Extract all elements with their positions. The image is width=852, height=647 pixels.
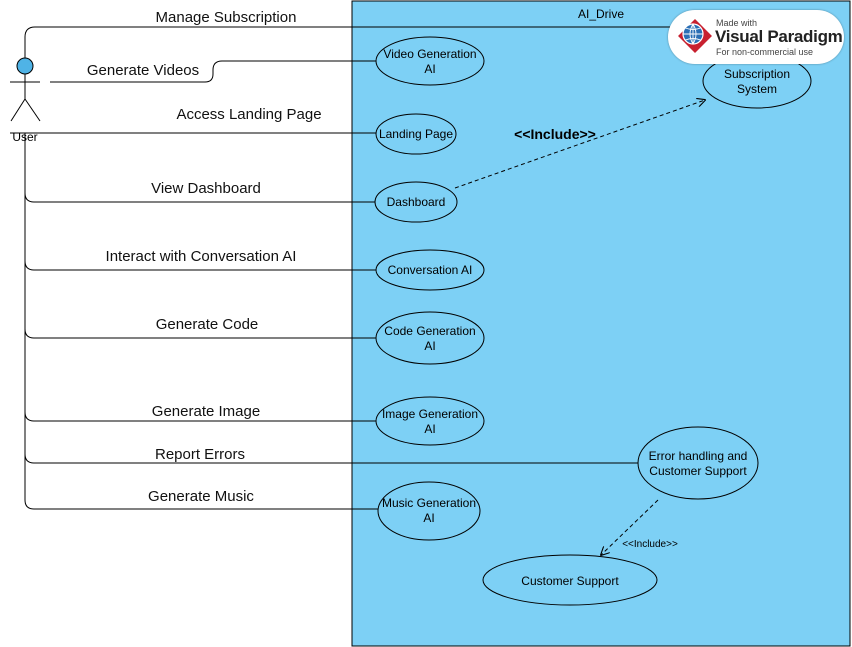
association-labels: Manage Subscription Generate Videos Acce… [87, 9, 322, 505]
label-generate-image: Generate Image [152, 403, 260, 420]
association-generate-image [24, 411, 377, 422]
association-conversation-ai [24, 260, 377, 271]
label-manage-subscription: Manage Subscription [156, 9, 297, 26]
label-generate-videos: Generate Videos [87, 62, 199, 79]
svg-text:Video Generation: Video Generation [383, 47, 476, 61]
use-case-dashboard: Dashboard [374, 181, 458, 223]
system-title: AI_Drive [578, 7, 624, 21]
use-case-landing-page: Landing Page [375, 113, 457, 155]
use-case-conversation-ai: Conversation AI [375, 249, 485, 291]
label-generate-music: Generate Music [148, 488, 254, 505]
association-view-dashboard [24, 192, 375, 203]
use-case-error-handling: Error handling and Customer Support [637, 426, 759, 500]
svg-text:Customer Support: Customer Support [649, 464, 747, 478]
watermark-brand: Visual Paradigm [715, 27, 843, 46]
svg-text:Subscription: Subscription [724, 67, 790, 81]
svg-text:Image Generation: Image Generation [382, 407, 478, 421]
label-conversation-ai: Interact with Conversation AI [106, 248, 297, 265]
use-case-video-generation: Video Generation AI [375, 36, 485, 86]
watermark-note: For non-commercial use [716, 47, 814, 57]
include-label-dashboard: <<Include>> [514, 126, 596, 142]
svg-text:Dashboard: Dashboard [387, 195, 446, 209]
svg-text:AI: AI [423, 511, 434, 525]
actor-head [16, 57, 34, 75]
svg-text:AI: AI [424, 62, 435, 76]
svg-text:Customer Support: Customer Support [521, 574, 619, 588]
svg-text:Landing Page: Landing Page [379, 127, 453, 141]
svg-text:Conversation AI: Conversation AI [388, 263, 473, 277]
use-case-image-generation: Image Generation AI [375, 396, 485, 446]
actor-trunk [24, 133, 378, 510]
label-report-errors: Report Errors [155, 446, 245, 463]
include-arrow-dashboard-subscription [454, 100, 705, 189]
svg-text:Error handling and: Error handling and [649, 449, 748, 463]
use-case-customer-support: Customer Support [482, 554, 658, 606]
svg-text:Music Generation: Music Generation [382, 496, 476, 510]
include-arrow-error-support [601, 499, 659, 555]
visual-paradigm-logo-icon [678, 19, 712, 53]
watermark-made-with: Made with [716, 18, 758, 28]
include-label-error: <<Include>> [622, 539, 678, 550]
association-manage-subscription [24, 26, 670, 58]
association-lines [10, 26, 670, 510]
association-generate-code [24, 328, 377, 339]
svg-text:AI: AI [424, 339, 435, 353]
actor-user: User [10, 57, 41, 144]
association-generate-videos [50, 60, 376, 83]
visual-paradigm-watermark: Made with Visual Paradigm For non-commer… [668, 10, 844, 64]
svg-text:System: System [737, 82, 777, 96]
use-case-code-generation: Code Generation AI [375, 311, 485, 365]
label-access-landing-page: Access Landing Page [176, 106, 321, 123]
label-generate-code: Generate Code [156, 316, 259, 333]
use-case-music-generation: Music Generation AI [377, 481, 481, 541]
label-view-dashboard: View Dashboard [151, 180, 261, 197]
association-report-errors [24, 453, 639, 464]
svg-text:Code Generation: Code Generation [384, 324, 475, 338]
svg-text:AI: AI [424, 422, 435, 436]
use-case-subscription-system: Subscription System [702, 53, 812, 109]
